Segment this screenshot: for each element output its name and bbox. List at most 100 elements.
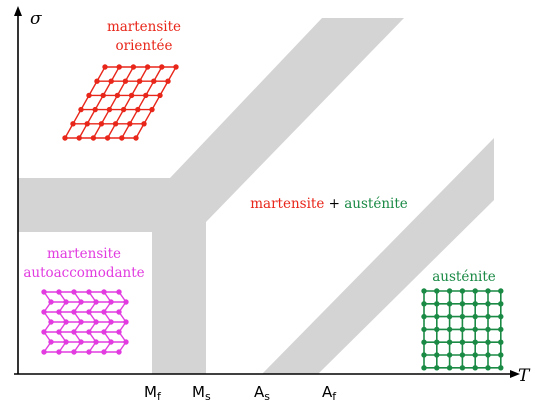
lattice-atom bbox=[485, 288, 491, 294]
lattice-atom bbox=[459, 326, 466, 333]
lattice-atom bbox=[56, 349, 62, 355]
lattice-atom bbox=[485, 301, 491, 307]
austenite-band bbox=[262, 138, 494, 374]
lattice-atom bbox=[421, 288, 427, 294]
lattice-atom bbox=[485, 365, 491, 371]
lattice-bond bbox=[78, 66, 120, 139]
lattice-atom bbox=[76, 135, 82, 141]
lattice-atom bbox=[116, 64, 122, 70]
lattice-atom bbox=[62, 135, 68, 141]
lattice-atom bbox=[94, 78, 100, 84]
lattice-atom bbox=[78, 299, 84, 305]
lattice-atom bbox=[472, 352, 478, 358]
lattice-atom bbox=[173, 64, 179, 70]
lattice-atom bbox=[446, 326, 453, 333]
tick-mf: Mf bbox=[144, 383, 162, 403]
lattice-atom bbox=[108, 299, 114, 305]
lattice-atom bbox=[116, 309, 122, 315]
tick-af: Af bbox=[322, 383, 337, 403]
lattice-atom bbox=[485, 326, 491, 333]
lattice-atom bbox=[86, 309, 92, 315]
lattice-atom bbox=[93, 339, 99, 345]
lattice-atom bbox=[498, 352, 504, 358]
lattice-atom bbox=[63, 319, 69, 325]
transformation-bands bbox=[18, 18, 494, 374]
lattice-atom bbox=[434, 288, 440, 294]
lattice-bond bbox=[92, 66, 135, 139]
axes bbox=[14, 6, 520, 378]
lattice-atom bbox=[92, 106, 98, 113]
lattice-atom bbox=[41, 329, 47, 335]
lattice-atom bbox=[86, 289, 92, 295]
lattice-atom bbox=[48, 299, 54, 305]
lattice-atom bbox=[434, 365, 440, 371]
lattice-atom bbox=[141, 121, 147, 127]
lattice-atom bbox=[78, 339, 84, 345]
lattice-atom bbox=[101, 309, 107, 315]
oriented-label-1: martensite bbox=[107, 19, 181, 35]
twinned-martensite-lattice bbox=[41, 289, 129, 355]
lattice-atom bbox=[498, 301, 504, 307]
lattice-atom bbox=[498, 326, 504, 333]
lattice-atom bbox=[102, 64, 108, 70]
lattice-atom bbox=[421, 352, 427, 358]
lattice-atom bbox=[446, 313, 453, 320]
lattice-atom bbox=[446, 365, 453, 371]
lattice-atom bbox=[123, 339, 129, 345]
lattice-atom bbox=[133, 135, 139, 141]
lattice-atom bbox=[116, 289, 122, 295]
lattice-atom bbox=[151, 78, 157, 84]
lattice-atom bbox=[70, 121, 76, 127]
lattice-atom bbox=[434, 326, 440, 333]
lattice-atom bbox=[434, 301, 440, 307]
lattice-atom bbox=[71, 289, 77, 295]
lattice-atom bbox=[472, 301, 478, 307]
lattice-atom bbox=[143, 92, 149, 99]
lattice-atom bbox=[498, 339, 504, 345]
lattice-atom bbox=[135, 106, 141, 113]
lattice-atom bbox=[93, 319, 99, 325]
lattice-atom bbox=[144, 64, 151, 70]
mixed-label-box bbox=[240, 191, 418, 215]
martensite-band bbox=[18, 18, 404, 374]
lattice-atom bbox=[472, 365, 478, 371]
lattice-atom bbox=[41, 309, 47, 315]
lattice-atom bbox=[48, 319, 54, 325]
lattice-atom bbox=[120, 106, 127, 113]
lattice-atom bbox=[114, 92, 121, 99]
lattice-atom bbox=[56, 289, 62, 295]
lattice-atom bbox=[421, 313, 427, 320]
lattice-atom bbox=[86, 349, 92, 355]
lattice-atom bbox=[78, 319, 84, 325]
lattice-atom bbox=[101, 289, 107, 295]
lattice-atom bbox=[41, 289, 47, 295]
lattice-atom bbox=[485, 352, 491, 358]
lattice-atom bbox=[108, 319, 114, 325]
lattice-atom bbox=[472, 339, 478, 345]
lattice-atom bbox=[127, 121, 133, 127]
oriented-label-2: orientée bbox=[116, 38, 173, 54]
lattice-atom bbox=[130, 64, 137, 70]
lattice-atom bbox=[86, 92, 92, 99]
lattice-atom bbox=[104, 135, 111, 141]
y-axis-label: σ bbox=[30, 9, 42, 29]
lattice-atom bbox=[446, 288, 453, 294]
lattice-atom bbox=[119, 135, 125, 141]
lattice-atom bbox=[71, 309, 77, 315]
tick-as: As bbox=[254, 383, 270, 403]
lattice-atom bbox=[459, 313, 466, 320]
austenite-label: austénite bbox=[432, 269, 496, 285]
x-arrow bbox=[510, 370, 520, 378]
lattice-bond bbox=[64, 66, 106, 139]
lattice-atom bbox=[86, 329, 92, 335]
lattice-atom bbox=[106, 106, 113, 113]
lattice-atom bbox=[434, 352, 440, 358]
lattice-atom bbox=[159, 64, 165, 70]
lattice-atom bbox=[123, 319, 129, 325]
lattice-atom bbox=[434, 313, 440, 320]
lattice-atom bbox=[128, 92, 135, 99]
lattice-bond bbox=[121, 66, 163, 139]
lattice-atom bbox=[101, 349, 107, 355]
lattice-atom bbox=[498, 313, 504, 320]
lattice-atom bbox=[446, 301, 453, 307]
